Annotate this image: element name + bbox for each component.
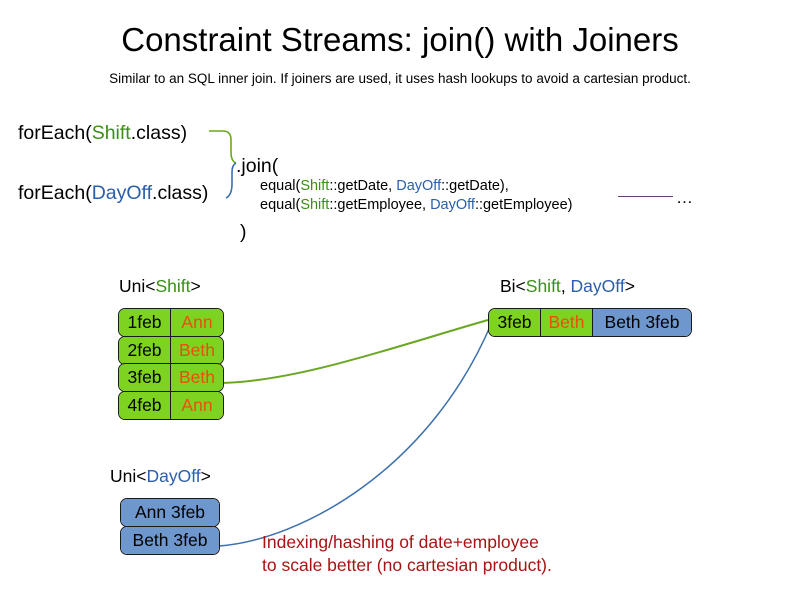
code-foreach-shift: forEach(Shift.class) [18,120,187,146]
table-row[interactable]: 3feb Beth [118,363,224,393]
code-foreach-shift-suffix: .class) [130,122,188,144]
code-foreach-dayoff-prefix: forEach( [18,182,92,204]
cell-dayoff: Ann 3feb [121,499,219,526]
cell-employee: Ann [171,391,223,419]
code-equal-2-right-type: DayOff [430,197,475,213]
label-uni-shift-suffix: > [190,276,201,296]
code-foreach-shift-type: Shift [91,122,131,144]
label-bi-stream: Bi<Shift, DayOff> [500,275,635,297]
code-equal-2-left-type: Shift [300,197,330,213]
bi-fact-list: 3feb Beth Beth 3feb [488,308,692,337]
table-row[interactable]: 1feb Ann [118,308,224,337]
annotation-line-2: to scale better (no cartesian product). [262,555,552,575]
code-join-open: .join( [236,155,279,177]
code-equal-line-1: equal(Shift::getDate, DayOff::getDate), [260,177,509,196]
curve-shift-to-bi [221,319,489,384]
label-uni-shift-type: Shift [155,276,191,296]
table-row[interactable]: Beth 3feb [120,525,220,555]
label-uni-shift-prefix: Uni< [119,276,156,296]
cell-employee: Beth [541,309,593,336]
cell-employee: Beth [171,364,223,392]
code-equal-1-prefix: equal( [260,178,301,194]
label-bi-prefix: Bi< [500,276,526,296]
label-uni-dayoff-suffix: > [200,466,211,486]
cell-date: 3feb [119,364,171,392]
label-bi-comma: , [560,276,571,296]
page-title: Constraint Streams: join() with Joiners [121,21,679,58]
code-equal-2-right-method: ::getEmployee) [474,197,573,213]
code-foreach-shift-prefix: forEach( [18,122,92,144]
annotation-note: Indexing/hashing of date+employee to sca… [262,531,552,577]
page-subtitle: Similar to an SQL inner join. If joiners… [109,71,691,86]
label-uni-dayoff: Uni<DayOff> [110,465,211,487]
cell-employee: Beth [171,336,223,364]
table-row[interactable]: 4feb Ann [118,390,224,420]
code-foreach-dayoff: forEach(DayOff.class) [18,180,208,206]
uni-shift-fact-list: 1feb Ann 2feb Beth 3feb Beth 4feb Ann [118,308,224,420]
annotation-line-1: Indexing/hashing of date+employee [262,532,539,552]
label-uni-dayoff-type: DayOff [146,466,201,486]
uni-dayoff-fact-list: Ann 3feb Beth 3feb [120,498,220,555]
label-bi-type-b: DayOff [570,276,625,296]
cell-dayoff: Beth 3feb [593,309,691,336]
label-bi-suffix: > [624,276,635,296]
brace-dayoff-to-join [225,162,237,199]
code-equal-1-right-method: ::getDate), [441,178,509,194]
code-foreach-dayoff-suffix: .class) [152,182,209,204]
curve-dayoff-to-bi [218,321,493,547]
brace-shift-to-join [209,130,237,164]
cell-date: 1feb [119,309,171,336]
label-uni-dayoff-prefix: Uni< [110,466,147,486]
cell-dayoff: Beth 3feb [121,526,219,554]
table-row[interactable]: Ann 3feb [120,498,220,527]
code-foreach-dayoff-type: DayOff [91,182,153,204]
cell-date: 2feb [119,336,171,364]
label-bi-type-a: Shift [525,276,561,296]
code-equal-1-right-type: DayOff [396,178,442,194]
cell-date: 4feb [119,391,171,419]
cell-date: 3feb [489,309,541,336]
table-row[interactable]: 3feb Beth Beth 3feb [488,308,692,337]
table-row[interactable]: 2feb Beth [118,335,224,365]
continuation-ellipsis: … [676,188,693,207]
code-equal-2-left-method: ::getEmployee, [329,197,431,213]
cell-employee: Ann [171,309,223,336]
code-equal-1-left-type: Shift [300,178,330,194]
code-equal-2-prefix: equal( [260,197,301,213]
code-join-close: ) [240,221,247,243]
label-uni-shift: Uni<Shift> [119,275,201,297]
code-equal-1-left-method: ::getDate, [329,178,397,194]
code-equal-line-2: equal(Shift::getEmployee, DayOff::getEmp… [260,196,572,215]
continuation-rule [618,196,673,197]
